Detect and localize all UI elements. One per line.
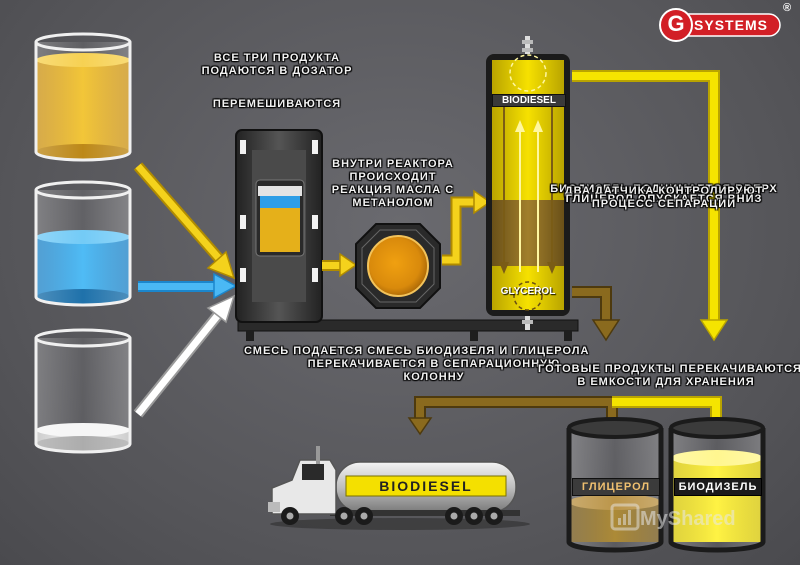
mixer-frame	[235, 129, 323, 323]
mixing-caption: ПЕРЕМЕШИВАЮТСЯ	[212, 98, 342, 110]
biodiesel-pipe	[572, 70, 729, 342]
methanol-feed-arrow	[138, 272, 238, 300]
reactor-to-column-arrow	[442, 189, 492, 266]
glycerol-pipe	[572, 286, 621, 342]
glycerol-tank-label: ГЛИЦЕРОЛ	[572, 478, 660, 496]
platform-leg	[564, 331, 572, 341]
reactor-caption-line: ВНУТРИ РЕАКТОРА	[332, 158, 454, 170]
reactor-caption: ВНУТРИ РЕАКТОРА ПРОИСХОДИТ РЕАКЦИЯ МАСЛА…	[318, 158, 468, 210]
separation-caption-line: ПРОЦЕСС СЕПАРАЦИИ	[591, 198, 737, 210]
column-bottom-label: GLYCEROL	[500, 286, 556, 297]
separation-caption-line: ДВА ДАТЧИКА КОНТРОЛИРУЮТ	[564, 185, 764, 197]
reactor-caption-line: РЕАКЦИЯ МАСЛА С	[331, 184, 455, 196]
separation-caption: БИОДИЗЕЛЬ ПОДНИМАЕТСЯ ВВЕРХ ДВА ДАТЧИКА …	[536, 184, 792, 210]
watermark-text: MyShared	[640, 508, 736, 530]
brand-name: SYSTEMS	[694, 17, 768, 33]
platform-leg	[246, 331, 254, 341]
watermark	[610, 503, 640, 531]
feed-caption: ВСЕ ТРИ ПРОДУКТА ПОДАЮТСЯ В ДОЗАТОР	[186, 52, 368, 78]
reactor-caption-line: МЕТАНОЛОМ	[352, 197, 434, 209]
separation-column	[486, 36, 570, 330]
feed-caption-line: ВСЕ ТРИ ПРОДУКТА	[213, 52, 341, 64]
brand-letter: G	[667, 11, 685, 36]
truck-tank-label: BIODIESEL	[379, 478, 473, 494]
reactor	[355, 223, 441, 309]
brand-registered-mark: ®	[782, 2, 792, 14]
equipment-platform	[237, 319, 579, 332]
catalyst-feed-arrow	[133, 294, 236, 418]
glycerol-outlet-pipe	[407, 396, 618, 436]
biodiesel-outlet-pipe	[612, 396, 722, 420]
methanol-tank	[34, 180, 132, 307]
pumping-caption-line: ПЕРЕКАЧИВАЕТСЯ В СЕПАРАЦИОННУЮ	[307, 358, 561, 370]
feed-caption-line: ПОДАЮТСЯ В ДОЗАТОР	[201, 65, 353, 77]
separation-caption-line: ГЛИЦЕРОЛ ОПУСКАЕТСЯ ВНИЗ	[565, 193, 763, 205]
pumping-caption: СМЕСЬ ПОДАЕТСЯ СМЕСЬ БИОДИЗЕЛЯ И ГЛИЦЕРО…	[244, 345, 590, 384]
column-top-label: BIODIESEL	[492, 94, 566, 107]
storage-caption: ГОТОВЫЕ ПРОДУКТЫ ПЕРЕКАЧИВАЮТСЯ В ЕМКОСТ…	[538, 363, 800, 389]
storage-caption-line: В ЕМКОСТИ ДЛЯ ХРАНЕНИЯ	[577, 376, 755, 388]
oil-tank	[34, 32, 132, 162]
reactor-caption-line: ПРОИСХОДИТ	[349, 171, 437, 183]
pumping-caption-line: КОЛОННУ	[403, 371, 465, 383]
tanker-truck	[268, 446, 530, 530]
biodiesel-tank-label: БИОДИЗЕЛЬ	[674, 478, 762, 496]
oil-feed-arrow	[133, 162, 236, 280]
catalyst-tank	[34, 328, 132, 454]
platform-leg	[470, 331, 478, 341]
separation-caption-line: БИОДИЗЕЛЬ ПОДНИМАЕТСЯ ВВЕРХ	[550, 183, 778, 195]
brand-logo	[659, 8, 781, 42]
mixer-to-reactor-arrow	[322, 252, 358, 278]
storage-caption-line: ГОТОВЫЕ ПРОДУКТЫ ПЕРЕКАЧИВАЮТСЯ	[538, 363, 800, 375]
pumping-caption-line: СМЕСЬ ПОДАЕТСЯ СМЕСЬ БИОДИЗЕЛЯ И ГЛИЦЕРО…	[244, 345, 590, 357]
